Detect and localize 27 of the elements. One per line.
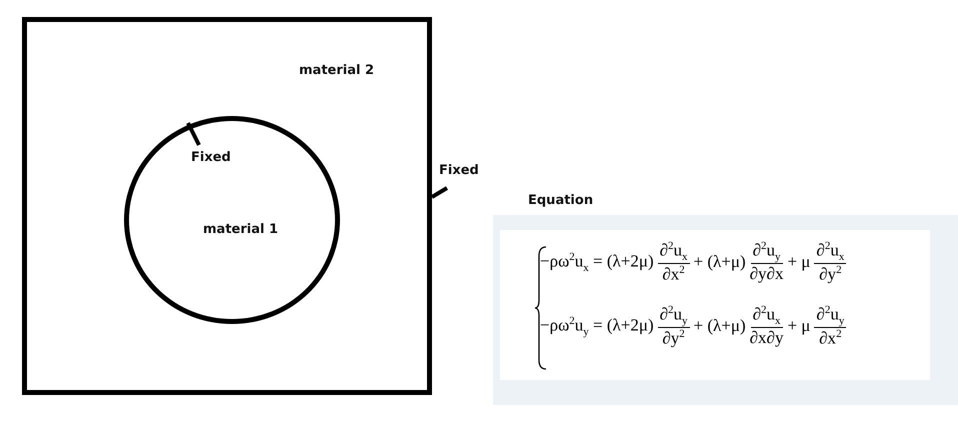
fraction-denominator: ∂x$^{2}$ [662,264,685,285]
region-label: material 2 [299,63,374,78]
fraction-denominator: ∂x∂y [750,328,784,348]
fraction-denominator: ∂y∂x [750,264,784,284]
equation-term: −ρω$^{2}$u$_{y}$ = (λ+2μ) [540,314,654,338]
region-label: material 1 [203,222,278,237]
leader-line [186,122,201,146]
equation-term: + μ [787,316,810,336]
fraction-denominator: ∂x$^{2}$ [819,328,842,349]
fraction-numerator: ∂$^{2}$u$_{x}$ [658,240,690,264]
fraction-numerator: ∂$^{2}$u$_{y}$ [814,304,846,328]
equation-term: + μ [787,252,810,272]
fraction-numerator: ∂$^{2}$u$_{y}$ [750,240,782,264]
square-region [22,17,432,395]
boundary-label: Fixed [439,163,481,181]
equation-term: + (λ+μ) [694,316,746,336]
leader-line [430,186,448,199]
equation-term: −ρω$^{2}$u$_{x}$ = (λ+2μ) [540,250,654,274]
circle-region [124,116,340,324]
equation-term: + (λ+μ) [694,252,746,272]
fraction-numerator: ∂$^{2}$u$_{x}$ [750,304,782,328]
fraction-denominator: ∂y$^{2}$ [662,328,685,349]
equation-heading: Equation [528,193,594,208]
fraction-numerator: ∂$^{2}$u$_{x}$ [814,240,846,264]
boundary-label: Fixed [191,150,233,168]
fraction-numerator: ∂$^{2}$u$_{y}$ [658,304,690,328]
fraction-denominator: ∂y$^{2}$ [819,264,842,285]
